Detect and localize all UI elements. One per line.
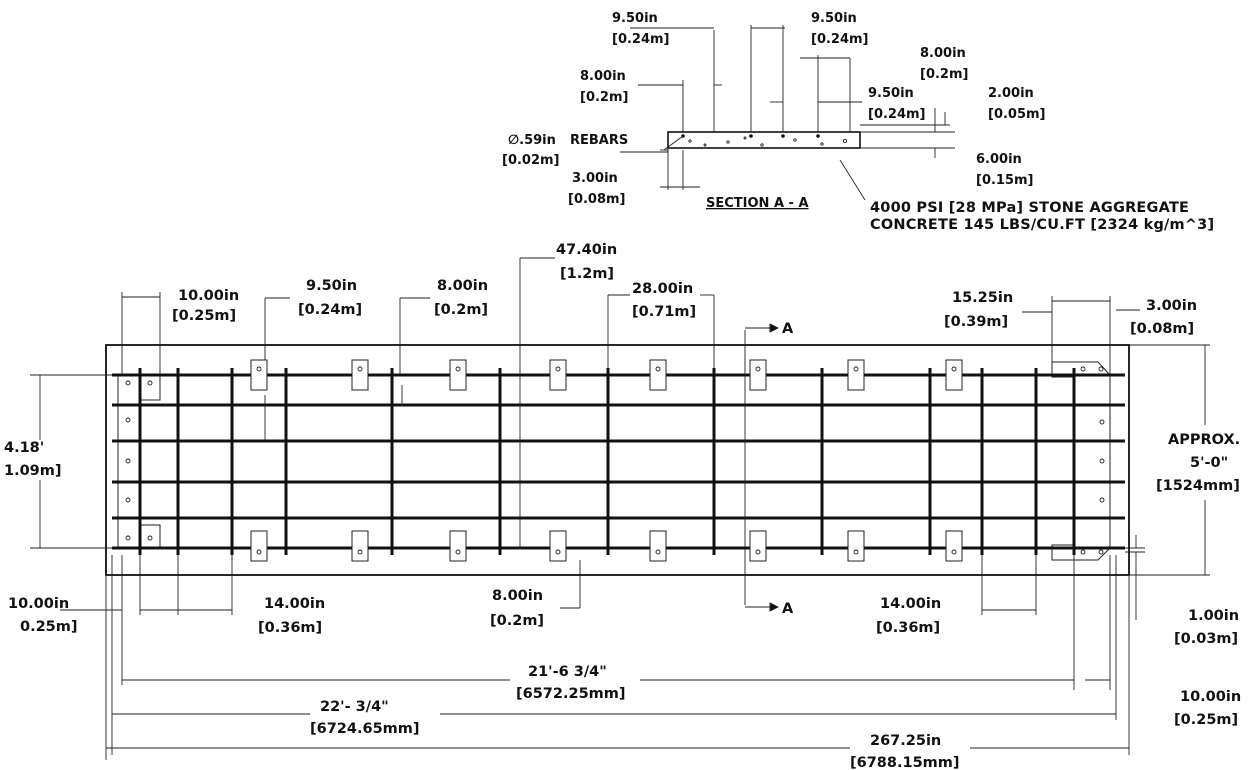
plan-dim-3-m: [0.2m]	[434, 302, 488, 318]
section-slab	[667, 131, 861, 149]
concrete-spec-line1: 4000 PSI [28 MPa] STONE AGGREGATE	[870, 200, 1189, 216]
section-mark-bottom: A	[782, 601, 794, 617]
plan-dim-6-in: 15.25in	[952, 290, 1013, 306]
plan-dim-5-m: [0.71m]	[632, 304, 696, 320]
plan-dim-7-m: [0.08m]	[1130, 321, 1194, 337]
sec-dim-1-m: [0.24m]	[612, 32, 670, 47]
longitudinal-rebars	[112, 373, 1125, 550]
plan-dim-2-m: [0.24m]	[298, 302, 362, 318]
overall-1-ft: 21'-6 3/4"	[528, 664, 607, 680]
sec-dim-6-in: 2.00in	[988, 86, 1034, 101]
rebar-dia-in: ∅.59in	[508, 133, 556, 148]
rebar-dia-m: [0.02m]	[502, 153, 560, 168]
overall-2-mm: [6724.65mm]	[310, 721, 420, 737]
right-height-l3: [1524mm]	[1156, 478, 1240, 494]
plan-dim-3-in: 8.00in	[437, 278, 488, 294]
section-a-a: 9.50in [0.24m] 9.50in [0.24m] 8.00in [0.…	[502, 11, 1214, 233]
right-height-l2: 5'-0"	[1190, 455, 1228, 471]
transverse-rebars	[138, 368, 1076, 555]
section-rebars	[681, 134, 820, 138]
overall-3-in: 267.25in	[870, 733, 941, 749]
sec-dim-4-m: [0.2m]	[920, 67, 968, 82]
plan-dim-6-m: [0.39m]	[944, 314, 1008, 330]
sec-dim-2-in: 9.50in	[811, 11, 857, 26]
sec-dim-2-m: [0.24m]	[811, 32, 869, 47]
plan-dim-1-in: 10.00in	[178, 288, 239, 304]
overall-1-mm: [6572.25mm]	[516, 686, 626, 702]
plan-dim-2-in: 9.50in	[306, 278, 357, 294]
bot-dim-5-in: 1.00in	[1188, 608, 1239, 624]
left-height-ft: 4.18'	[4, 440, 44, 456]
sec-dim-4-in: 8.00in	[920, 46, 966, 61]
bot-dim-4-m: [0.36m]	[876, 620, 940, 636]
bot-dim-5-m: [0.03m]	[1174, 631, 1238, 647]
slab-outline	[105, 344, 1130, 576]
section-mark-top: A	[782, 321, 794, 337]
sec-dim-5-in: 9.50in	[868, 86, 914, 101]
bot-dim-2-m: [0.36m]	[258, 620, 322, 636]
plan-dimension-lines	[30, 257, 1210, 760]
plan-dim-4-in: 47.40in	[556, 242, 617, 258]
sec-dim-1-in: 9.50in	[612, 11, 658, 26]
rebars-label: REBARS	[570, 133, 628, 148]
bot-dim-3-m: [0.2m]	[490, 613, 544, 629]
bot-dim-3-in: 8.00in	[492, 588, 543, 604]
concrete-spec-line2: CONCRETE 145 LBS/CU.FT [2324 kg/m^3]	[870, 217, 1214, 233]
lifting-plates-top	[250, 359, 963, 391]
lifting-plates-bottom	[250, 530, 963, 562]
bot-dim-6-in: 10.00in	[1180, 689, 1241, 705]
sec-dim-7-in: 6.00in	[976, 152, 1022, 167]
sec-dim-5-m: [0.24m]	[868, 107, 926, 122]
section-cut	[744, 323, 780, 612]
section-title: SECTION A - A	[706, 196, 809, 211]
plan-view: A A	[4, 242, 1241, 770]
plan-dim-4-m: [1.2m]	[560, 266, 614, 282]
sec-dim-3-in: 8.00in	[580, 69, 626, 84]
end-holes	[125, 366, 1105, 555]
left-height-m: 1.09m]	[4, 463, 62, 479]
aggregate-specks	[688, 136, 848, 147]
sec-dim-6-m: [0.05m]	[988, 107, 1046, 122]
plan-dim-7-in: 3.00in	[1146, 298, 1197, 314]
plan-dim-1-m: [0.25m]	[172, 308, 236, 324]
sec-dim-3-m: [0.2m]	[580, 90, 628, 105]
bot-dim-1-in: 10.00in	[8, 596, 69, 612]
sec-dim-8-in: 3.00in	[572, 171, 618, 186]
bot-dim-4-in: 14.00in	[880, 596, 941, 612]
right-end-plate	[1051, 361, 1111, 561]
overall-2-ft: 22'- 3/4"	[320, 699, 389, 715]
bot-dim-1-m: 0.25m]	[20, 619, 78, 635]
sec-dim-7-m: [0.15m]	[976, 173, 1034, 188]
right-height-l1: APPROX.	[1168, 432, 1240, 448]
plan-dim-5-in: 28.00in	[632, 281, 693, 297]
bot-dim-6-m: [0.25m]	[1174, 712, 1238, 728]
sec-dim-8-m: [0.08m]	[568, 192, 626, 207]
overall-3-mm: [6788.15mm]	[850, 755, 960, 770]
bot-dim-2-in: 14.00in	[264, 596, 325, 612]
